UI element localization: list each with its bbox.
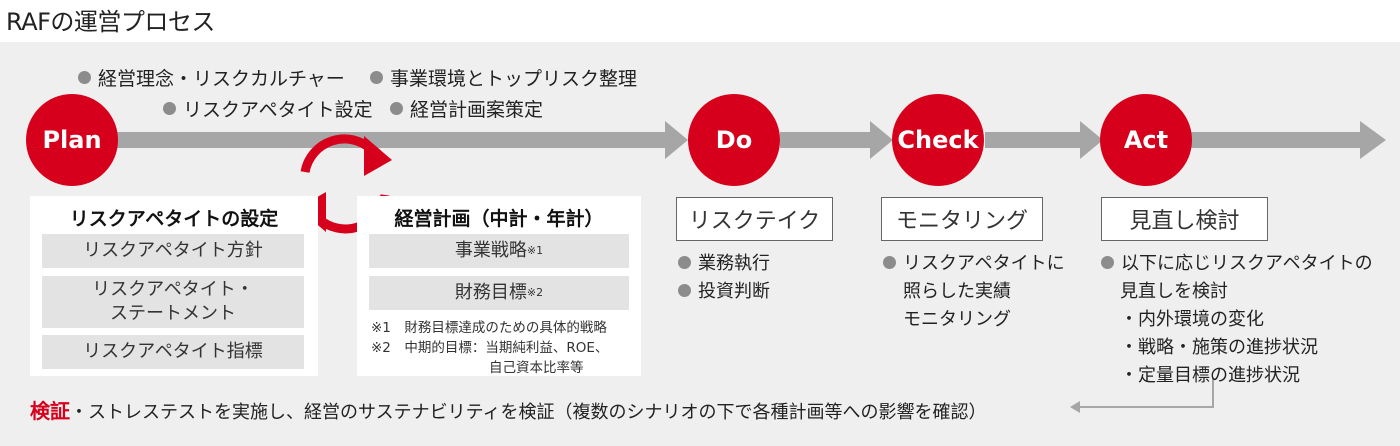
plan-bullet-1: 経営理念・リスクカルチャー <box>78 64 345 91</box>
act-box-review: 見直し検討 <box>1101 197 1268 241</box>
check-line-1: リスクアペタイトに <box>883 250 1065 278</box>
plan-note-1: ※1 財務目標達成のための具体的戦略 <box>371 320 607 336</box>
stage-plan: Plan <box>26 94 118 186</box>
arrow-head-act <box>1080 121 1103 159</box>
appetite-item-policy: リスクアペタイト方針 <box>42 234 304 268</box>
act-subitem-3: ・定量目標の進捗状況 <box>1120 365 1300 386</box>
act-subitem-2: ・戦略・施策の進捗状況 <box>1120 337 1318 358</box>
bullet-dot-icon <box>370 71 383 84</box>
do-box-risk-taking: リスクテイク <box>676 197 833 241</box>
plan-note-2: ※2 中期的目標：当期純利益、ROE、 <box>371 340 609 356</box>
appetite-item-indicators: リスクアペタイト指標 <box>42 335 304 369</box>
bullet-dot-icon <box>1101 255 1114 269</box>
plan-item-strategy: 事業戦略※1 <box>369 234 629 268</box>
arrow-head-do <box>665 121 688 159</box>
plan-bullet-2: 事業環境とトップリスク整理 <box>370 64 637 91</box>
arrow-bar-do-check <box>780 132 875 148</box>
arrow-head-check <box>870 121 893 159</box>
stage-act: Act <box>1100 94 1192 186</box>
bullet-dot-icon <box>78 71 91 84</box>
stage-check: Check <box>892 94 984 186</box>
feedback-arrow-line <box>1078 378 1214 408</box>
plan-box-title: 経営計画（中計・年計） <box>394 208 604 230</box>
feedback-arrow-head <box>1070 401 1080 413</box>
plan-note-3: 自己資本比率等 <box>489 360 584 376</box>
bullet-dot-icon <box>163 102 176 115</box>
check-line-3: モニタリング <box>903 309 1011 330</box>
stage-do: Do <box>688 94 780 186</box>
appetite-item-statement: リスクアペタイト・ ステートメント <box>42 276 304 328</box>
cycle-arrow-head-right <box>364 136 392 176</box>
verification-text: ・ストレステストを実施し、経営のサステナビリティを検証（複数のシナリオの下で各種… <box>70 402 987 423</box>
check-box-monitoring: モニタリング <box>881 197 1043 241</box>
verification-label: 検証 <box>30 399 70 423</box>
check-line-2: 照らした実績 <box>903 281 1011 302</box>
verification-row: 検証・ストレステストを実施し、経営のサステナビリティを検証（複数のシナリオの下で… <box>30 395 987 424</box>
appetite-setting-box: リスクアペタイトの設定 リスクアペタイト方針 リスクアペタイト・ ステートメント… <box>30 196 318 376</box>
bullet-dot-icon <box>678 255 691 269</box>
arrow-bar-plan-do <box>110 132 670 148</box>
act-subitem-1: ・内外環境の変化 <box>1120 309 1264 330</box>
plan-bullet-4: 経営計画案策定 <box>390 95 543 122</box>
bullet-dot-icon <box>678 283 691 297</box>
plan-bullet-3: リスクアペタイト設定 <box>163 95 373 122</box>
plan-item-financial-target: 財務目標※2 <box>369 276 629 310</box>
act-line-2: 見直しを検討 <box>1120 281 1228 302</box>
act-line-1: 以下に応じリスクアペタイトの <box>1101 250 1373 278</box>
arrow-head-out <box>1360 121 1386 159</box>
bullet-dot-icon <box>883 255 896 269</box>
arrow-bar-check-act <box>985 132 1085 148</box>
page-title: RAFの運営プロセス <box>6 8 215 36</box>
arrow-bar-act-out <box>1190 132 1365 148</box>
do-bullet-1: 業務執行 <box>678 250 770 278</box>
management-plan-box: 経営計画（中計・年計） 事業戦略※1 財務目標※2 ※1 財務目標達成のための具… <box>357 196 641 376</box>
appetite-box-title: リスクアペタイトの設定 <box>69 208 279 230</box>
bullet-dot-icon <box>390 102 403 115</box>
do-bullet-2: 投資判断 <box>678 278 770 306</box>
